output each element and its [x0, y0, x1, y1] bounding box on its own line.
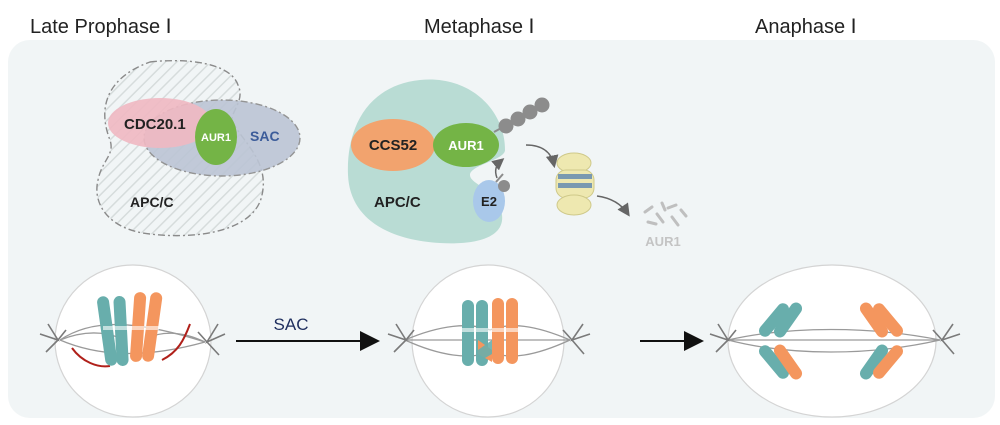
- stage-title-anaphase: Anaphase Ⅰ: [755, 16, 857, 38]
- aur1-blob-prophase: [195, 109, 237, 165]
- aur1-label-prophase: AUR1: [201, 132, 231, 144]
- stage-title-late-prophase: Late Prophase Ⅰ: [30, 16, 172, 38]
- aur1-blob-metaphase: [433, 123, 499, 167]
- apc-c-label-metaphase: APC/C: [374, 194, 421, 211]
- aur1-label-metaphase: AUR1: [448, 138, 483, 153]
- cell-late-prophase: [39, 264, 226, 418]
- arrow-to-proteasome: [525, 144, 559, 169]
- e2-label: E2: [481, 194, 497, 209]
- ccs52-blob: [351, 119, 435, 171]
- sac-label: SAC: [250, 128, 280, 144]
- sac-arrow-label: SAC: [274, 315, 309, 334]
- cell-anaphase: [709, 264, 961, 418]
- bivalent-prophase: [97, 292, 163, 366]
- cdc20-1-blob: [108, 98, 212, 148]
- cell-metaphase: [387, 264, 591, 418]
- cdc20-1-label: CDC20.1: [124, 116, 186, 133]
- ccs52-label: CCS52: [369, 137, 417, 154]
- orange-chromosomes-anaphase: [859, 302, 903, 380]
- metaphase-apc-complex: CCS52 AUR1 APC/C E2: [347, 79, 550, 244]
- ubiquitin-chain: [493, 97, 550, 134]
- degraded-aur1-label: AUR1: [645, 234, 680, 249]
- prophase-apc-complex: CDC20.1 AUR1 SAC APC/C: [96, 59, 301, 237]
- apc-c-label-prophase: APC/C: [130, 194, 174, 210]
- e2-blob: [473, 180, 505, 222]
- bivalent-metaphase: [460, 298, 520, 366]
- degraded-aur1-fragments: [643, 201, 688, 227]
- proteasome-icon: [555, 152, 595, 216]
- arrow-to-degradation: [596, 195, 630, 217]
- e2-ubiquitin: [491, 158, 510, 192]
- teal-chromosomes-anaphase: [759, 302, 803, 380]
- stage-title-metaphase: Metaphase Ⅰ: [424, 16, 535, 38]
